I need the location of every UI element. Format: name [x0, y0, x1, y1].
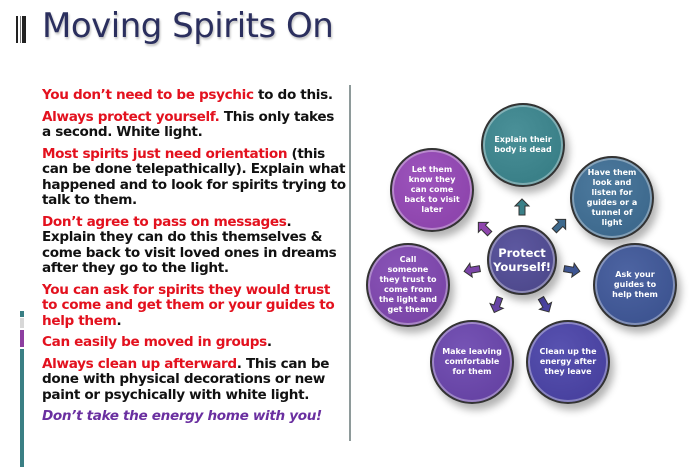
node-circle: Explain their body is dead [481, 103, 565, 187]
bullet-text: . [266, 334, 272, 350]
bullet-text: . Explain they can do this themselves & … [42, 213, 337, 276]
node-label: Clean up the energy after they leave [539, 347, 597, 376]
node-circle: Make leaving comfortable for them [430, 320, 514, 404]
node-circle: Let them know they can come back to visi… [390, 148, 474, 232]
node-label: Have them look and listen for guides or … [586, 168, 638, 227]
bullet-highlight: Always clean up afterward [42, 355, 237, 372]
slide-title: Moving Spirits On [42, 6, 334, 46]
bullet-item: You don’t need to be psychic to do this. [42, 87, 347, 104]
center-label: Protect Yourself! [493, 246, 551, 274]
bullet-text: . [116, 312, 122, 329]
node-label: Ask your guides to help them [612, 270, 658, 299]
bullet-highlight: You can ask for spirits they would trust… [42, 281, 335, 329]
side-accent-gray [20, 318, 24, 328]
node-circle: Clean up the energy after they leave [526, 320, 610, 404]
node-circle: Ask your guides to help them [593, 243, 677, 327]
bullet-text: . This can be done with physical decorat… [42, 355, 330, 403]
closing-line: Don’t take the energy home with you! [42, 408, 322, 424]
center-circle-protect: Protect Yourself! [487, 225, 557, 295]
side-accent-teal-small [20, 311, 24, 317]
bullet-list: You don’t need to be psychic to do this.… [42, 87, 347, 431]
bullet-text: (this can be done telepathically). Expla… [42, 145, 346, 208]
node-label: Make leaving comfortable for them [442, 347, 502, 376]
bullet-item: Most spirits just need orientation (this… [42, 145, 347, 209]
bullet-highlight: Always protect yourself. [42, 108, 220, 125]
bullet-text: This only takes a second. White light. [42, 108, 334, 140]
title-bars-decoration [16, 16, 28, 43]
bullet-item: Always clean up afterward. This can be d… [42, 355, 347, 404]
bullet-highlight: Can easily be moved in groups [42, 334, 267, 350]
bullet-text: to do this. [253, 87, 333, 103]
node-label: Call someone they trust to come from the… [378, 255, 438, 314]
vertical-divider [349, 85, 351, 441]
bullet-item: Don’t agree to pass on messages. Explain… [42, 213, 347, 277]
bullet-highlight: Most spirits just need orientation [42, 145, 288, 162]
bullet-item: You can ask for spirits they would trust… [42, 281, 347, 330]
bullet-item: Can easily be moved in groups. [42, 334, 347, 351]
bullet-item: Always protect yourself. This only takes… [42, 108, 347, 141]
side-accent-purple [20, 330, 24, 347]
side-accent-teal [20, 349, 24, 467]
node-label: Explain their body is dead [494, 135, 552, 154]
node-circle: Have them look and listen for guides or … [570, 156, 654, 240]
bullet-highlight: Don’t agree to pass on messages [42, 213, 287, 230]
bullet-highlight: You don’t need to be psychic [42, 87, 254, 103]
node-circle: Call someone they trust to come from the… [366, 243, 450, 327]
node-label: Let them know they can come back to visi… [404, 165, 460, 214]
